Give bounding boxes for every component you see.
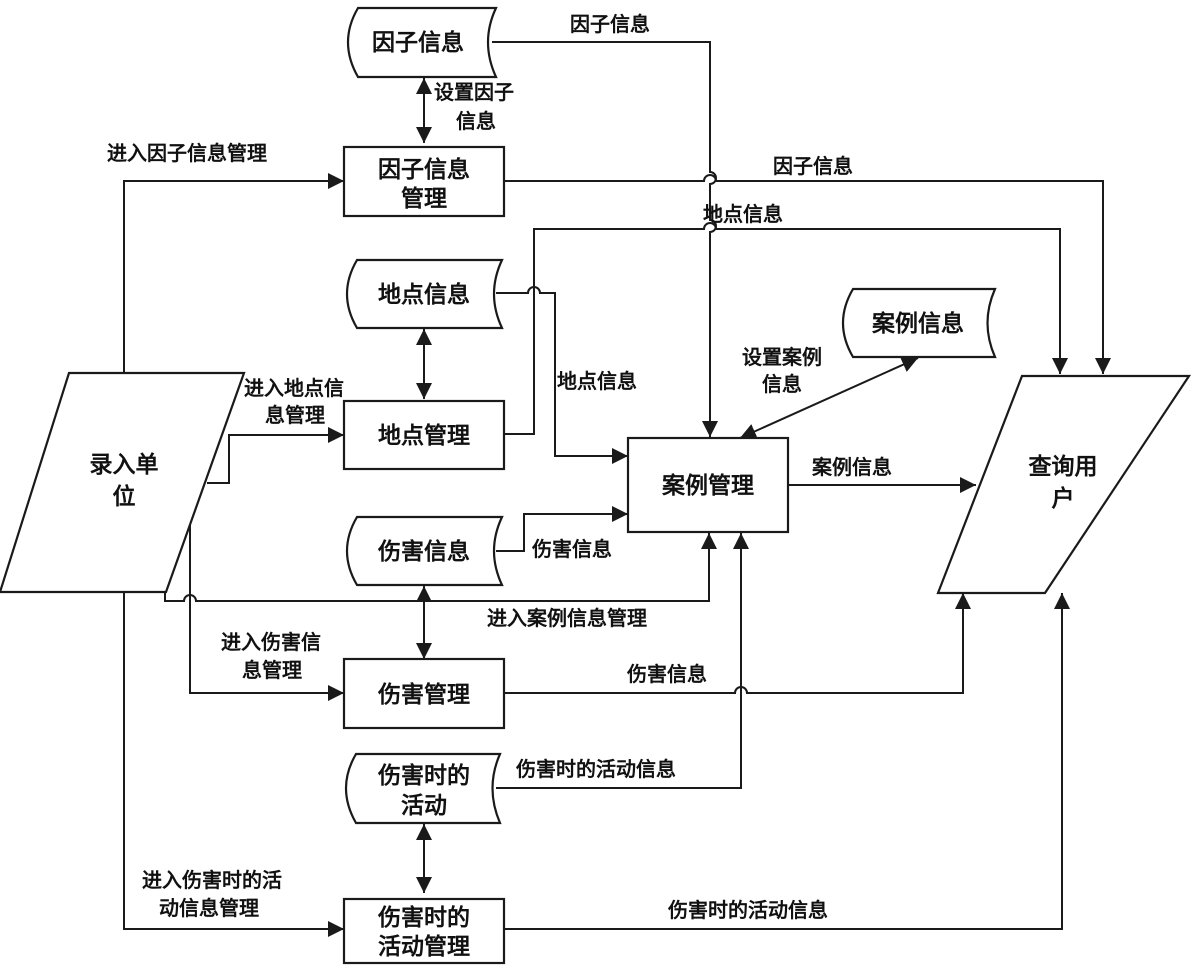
edge-enter-location-mgmt — [207, 427, 344, 484]
node-location-store-label: 地点信息 — [378, 281, 470, 308]
node-factor-mgmt-line2: 管理 — [401, 185, 447, 212]
node-activity-mgmt-line2: 活动管理 — [378, 933, 470, 960]
node-case-store-label: 案例信息 — [871, 310, 964, 337]
label-enter-factor-mgmt: 进入因子信息管理 — [107, 141, 267, 165]
node-case-mgmt[interactable]: 案例管理 — [626, 436, 790, 534]
label-set-case-info-line2: 信息 — [762, 372, 802, 396]
label-injury-store-to-case: 伤害信息 — [531, 537, 612, 561]
node-activity-mgmt-line1: 伤害时的 — [377, 904, 470, 931]
label-enter-injury-mgmt-line1: 进入伤害信 — [221, 630, 321, 654]
node-injury-store[interactable]: 伤害信息 — [346, 515, 504, 587]
label-set-factor-info-line2: 信息 — [456, 109, 496, 133]
edge-activity-mgmt-to-query — [504, 593, 1070, 930]
node-query-user[interactable]: 查询用 户 — [936, 374, 1192, 595]
label-set-case-info-line1: 设置案例 — [742, 345, 822, 369]
label-location-store-to-case: 地点信息 — [557, 369, 637, 393]
edge-factor-store-to-case — [492, 41, 718, 437]
node-entry-unit-line2: 位 — [113, 483, 136, 510]
label-enter-activity-mgmt-line1: 进入伤害时的活 — [142, 868, 282, 892]
label-enter-injury-mgmt-line2: 息管理 — [242, 658, 302, 682]
node-query-user-line1: 查询用 — [1029, 453, 1098, 480]
nodes-layer: 录入单 位 查询用 户 因子信息 因子信息 管理 地点信息 地点管理 — [0, 6, 1192, 965]
node-injury-store-label: 伤害信息 — [377, 538, 470, 565]
node-factor-mgmt[interactable]: 因子信息 管理 — [342, 145, 506, 218]
edge-enter-factor-mgmt — [123, 173, 344, 373]
edges-layer — [123, 41, 1111, 937]
label-case-to-query: 案例信息 — [811, 455, 892, 479]
label-enter-location-mgmt-line2: 息管理 — [265, 403, 325, 427]
node-activity-mgmt[interactable]: 伤害时的 活动管理 — [342, 897, 506, 965]
label-location-mgmt-to-query: 地点信息 — [703, 202, 783, 226]
node-factor-store-label: 因子信息 — [372, 29, 464, 56]
node-location-mgmt-label: 地点管理 — [378, 422, 470, 449]
edge-labels-layer: 因子信息 设置因子 信息 进入因子信息管理 因子信息 地点信息 地点信息 进入地… — [107, 12, 892, 922]
node-factor-mgmt-line1: 因子信息 — [378, 156, 470, 183]
node-injury-mgmt-label: 伤害管理 — [377, 681, 470, 708]
edge-location-mgmt-to-query — [504, 222, 1068, 435]
label-enter-activity-mgmt-line2: 动信息管理 — [159, 896, 259, 920]
node-activity-store-line1: 伤害时的 — [377, 762, 470, 789]
node-activity-store-line2: 活动 — [401, 793, 447, 819]
label-enter-location-mgmt-line1: 进入地点信 — [244, 376, 344, 400]
node-case-mgmt-label: 案例管理 — [661, 472, 754, 499]
edge-set-case-info — [739, 357, 919, 439]
label-factor-mgmt-to-query: 因子信息 — [773, 154, 853, 178]
node-query-user-line2: 户 — [1052, 485, 1075, 512]
label-enter-case-mgmt: 进入案例信息管理 — [487, 606, 647, 630]
label-activity-store-to-case: 伤害时的活动信息 — [515, 757, 676, 781]
node-location-mgmt[interactable]: 地点管理 — [342, 399, 506, 471]
node-case-store[interactable]: 案例信息 — [842, 287, 997, 359]
label-factor-store-to-case: 因子信息 — [570, 12, 650, 36]
label-activity-mgmt-to-query: 伤害时的活动信息 — [667, 898, 828, 922]
edge-activity-store-to-case — [496, 533, 749, 789]
edge-location-store-to-case — [496, 286, 628, 464]
edge-enter-injury-mgmt — [189, 524, 344, 701]
edge-enter-activity-mgmt — [123, 592, 344, 937]
node-entry-unit-line1: 录入单 — [90, 452, 159, 478]
label-injury-mgmt-to-query: 伤害信息 — [626, 662, 707, 686]
node-activity-store[interactable]: 伤害时的 活动 — [345, 752, 502, 825]
edge-injury-store-to-case — [496, 506, 628, 552]
node-entry-unit[interactable]: 录入单 位 — [0, 371, 246, 594]
node-factor-store[interactable]: 因子信息 — [347, 6, 498, 79]
label-set-factor-info-line1: 设置因子 — [434, 80, 514, 104]
edge-factor-mgmt-to-query — [504, 174, 1111, 374]
node-location-store[interactable]: 地点信息 — [346, 258, 504, 330]
node-injury-mgmt[interactable]: 伤害管理 — [342, 657, 506, 730]
